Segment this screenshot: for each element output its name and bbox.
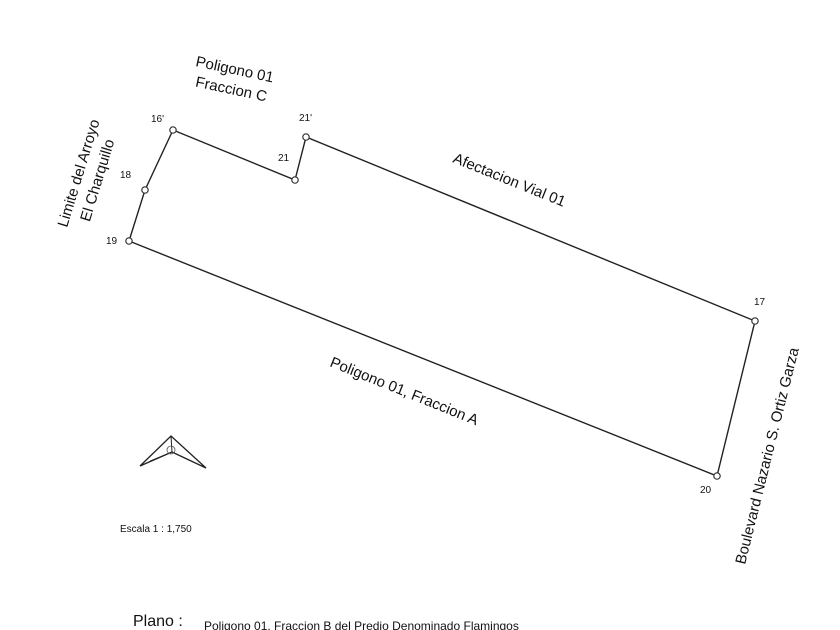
point-label-17: 17 <box>754 297 766 308</box>
footer-title: Poligono 01, Fraccion B del Predio Denom… <box>204 619 519 630</box>
north-arrow-icon <box>139 435 207 469</box>
point-label-20: 20 <box>700 485 712 496</box>
label-poligono-a: Poligono 01, Fraccion A <box>328 354 481 429</box>
point-label-18: 18 <box>120 170 132 181</box>
label-boulevard: Boulevard Nazario S. Ortiz Garza <box>732 345 803 566</box>
vertex-20 <box>713 472 721 480</box>
vertex-18 <box>141 186 149 194</box>
label-afectacion-vial: Afectacion Vial 01 <box>451 150 568 211</box>
vertex-17 <box>751 317 759 325</box>
point-label-19: 19 <box>106 236 118 247</box>
footer-prefix: Plano : <box>133 613 183 630</box>
point-label-21: 21 <box>278 153 290 164</box>
point-label-16: 16' <box>151 114 164 125</box>
vertex-21 <box>291 176 299 184</box>
vertex-21b <box>302 133 310 141</box>
point-label-21b: 21' <box>299 113 312 124</box>
property-boundary <box>128 129 756 477</box>
scale-label: Escala 1 : 1,750 <box>120 524 192 535</box>
vertex-16 <box>169 126 177 134</box>
vertex-19 <box>125 237 133 245</box>
